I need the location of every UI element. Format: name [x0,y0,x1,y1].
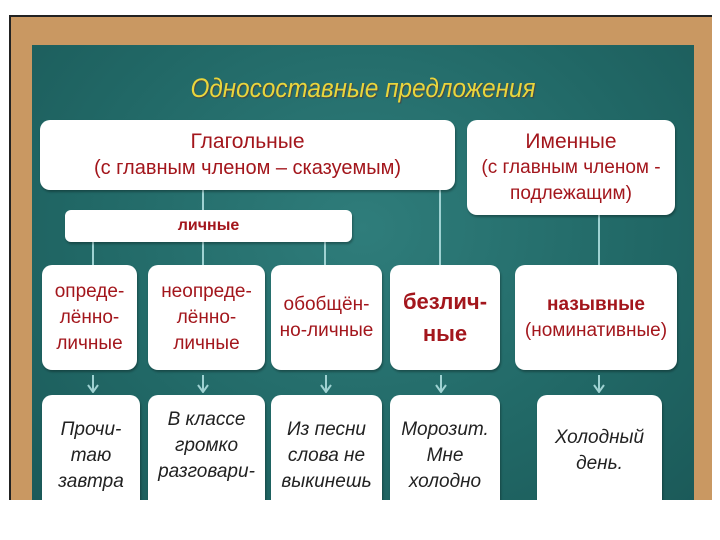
arrow-down-icon [197,375,209,393]
example-text: Холодный [554,427,645,448]
type-text: лённо- [59,306,120,328]
connector-line [598,213,600,267]
type-text: но-личные [279,319,374,341]
example-text: день. [576,453,623,474]
example-text: Прочи- [60,419,122,440]
example-text: завтра [58,471,124,492]
example-text: Морозит. [401,419,489,440]
verbal-heading: Глагольные [190,130,305,153]
type-text: личные [173,332,240,354]
type-text: назывные [547,293,645,315]
type-text: лённо- [176,306,237,328]
example-text: Мне [426,445,464,466]
type-box: безлич-ные [390,265,500,370]
type-box: обобщён-но-личные [271,265,382,370]
verbal-box: Глагольные (с главным членом – сказуемым… [40,120,455,190]
arrow-down-icon [593,375,605,393]
example-text: холодно [408,471,482,492]
connector-line [439,190,441,267]
type-text: ные [422,320,468,346]
type-text: личные [56,332,123,354]
example-text: таю [70,445,112,466]
arrow-down-icon [320,375,332,393]
type-text: (номинативные) [524,319,668,341]
example-text: В классе [167,409,246,430]
connector-line [92,242,94,267]
example-text: громко [174,435,239,456]
example-text: разговари- [158,461,255,482]
type-box: опреде-лённо-личные [42,265,137,370]
arrow-down-icon [435,375,447,393]
nominal-heading: Именные [525,129,617,153]
connector-line [324,242,326,267]
example-text: выкинешь [281,471,372,492]
diagram-title: Односоставные предложения [190,73,536,103]
nominal-sub: подлежащим) [510,182,632,204]
bottom-margin [0,500,720,540]
arrow-down-icon [87,375,99,393]
chalkboard: Односоставные предложения Глагольные (с … [32,45,694,525]
type-text: опреде- [54,280,125,302]
verbal-sub: (с главным членом – сказуемым) [93,157,402,179]
example-text: Из песни [286,419,367,440]
nominal-sub: (с главным членом - [481,156,661,178]
type-text: безлич- [402,288,488,314]
personal-box: личные [65,210,352,242]
nominal-box: Именные (с главным членом - подлежащим) [467,120,675,215]
type-text: обобщён- [283,293,370,315]
example-text: слова не [287,445,366,466]
type-box: неопреде-лённо-личные [148,265,265,370]
type-box: назывные (номинативные) [515,265,677,370]
type-text: неопреде- [161,280,252,302]
